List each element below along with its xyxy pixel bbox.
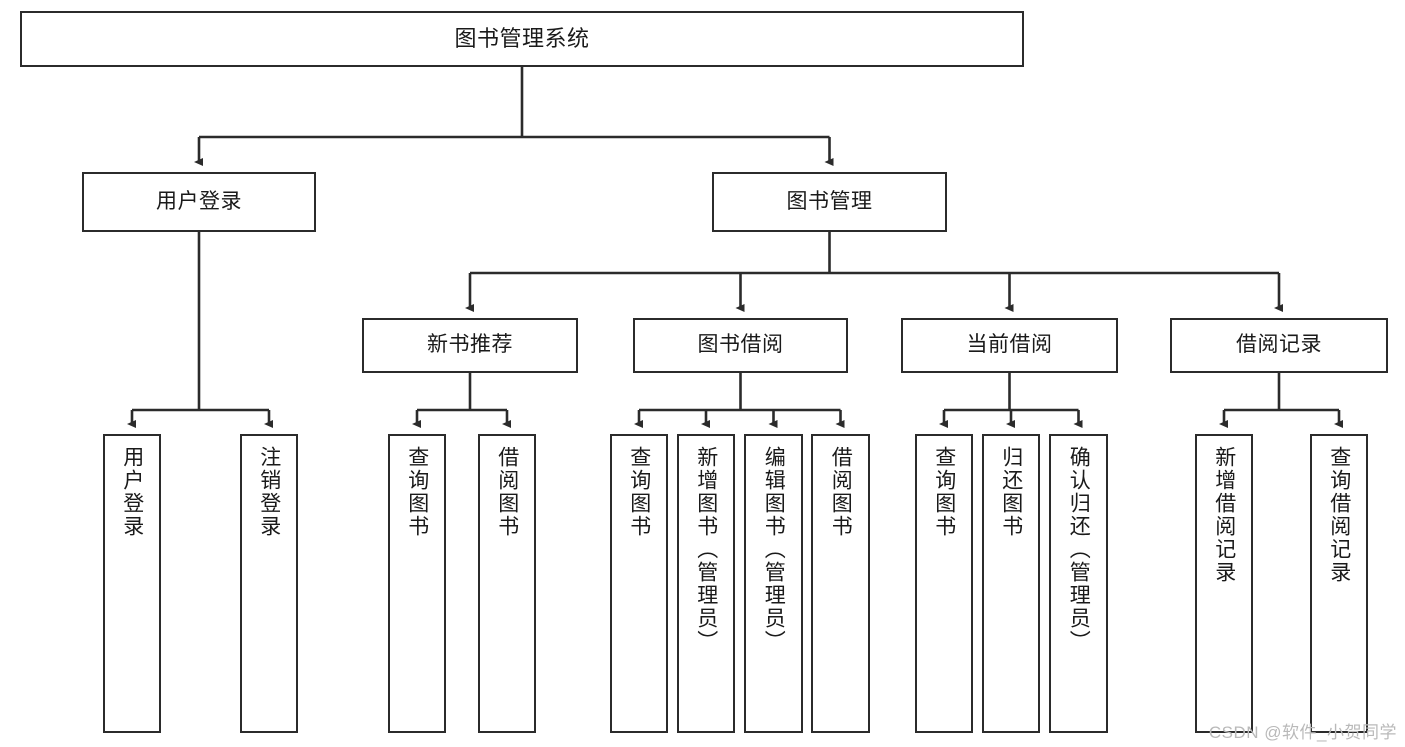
node-label: 确认归还（管理员）: [1067, 446, 1091, 653]
node-label: 编辑图书（管理员）: [762, 446, 786, 653]
node-leaf-add-record[interactable]: 新增借阅记录: [1195, 434, 1253, 733]
node-current-borrow[interactable]: 当前借阅: [901, 318, 1118, 373]
node-label: 借阅图书: [495, 446, 519, 538]
node-label: 用户登录: [156, 189, 242, 213]
node-leaf-add-book[interactable]: 新增图书（管理员）: [677, 434, 735, 733]
node-book-borrow[interactable]: 图书借阅: [633, 318, 848, 373]
node-leaf-edit-book[interactable]: 编辑图书（管理员）: [744, 434, 803, 733]
node-leaf-borrow-book-2[interactable]: 借阅图书: [811, 434, 870, 733]
node-borrow-record[interactable]: 借阅记录: [1170, 318, 1388, 373]
node-leaf-user-login[interactable]: 用户登录: [103, 434, 161, 733]
node-label: 图书借阅: [697, 333, 784, 357]
node-label: 当前借阅: [966, 333, 1053, 357]
node-label: 查询图书: [627, 446, 651, 538]
node-label: 归还图书: [999, 446, 1023, 538]
node-label: 新增借阅记录: [1212, 446, 1236, 584]
node-label: 借阅图书: [829, 446, 853, 538]
node-label: 查询借阅记录: [1327, 446, 1351, 584]
node-leaf-borrow-book-1[interactable]: 借阅图书: [478, 434, 536, 733]
node-leaf-query-record[interactable]: 查询借阅记录: [1310, 434, 1368, 733]
node-leaf-query-book-2[interactable]: 查询图书: [610, 434, 668, 733]
node-label: 查询图书: [932, 446, 956, 538]
node-label: 借阅记录: [1236, 333, 1322, 357]
node-book-manage[interactable]: 图书管理: [712, 172, 947, 232]
node-leaf-return-book[interactable]: 归还图书: [982, 434, 1040, 733]
watermark-text: CSDN @软件_小贺同学: [1208, 723, 1397, 742]
node-leaf-query-book-1[interactable]: 查询图书: [388, 434, 446, 733]
node-label: 新增图书（管理员）: [694, 446, 718, 653]
node-label: 注销登录: [257, 446, 281, 538]
node-label: 查询图书: [405, 446, 429, 538]
node-user-login[interactable]: 用户登录: [82, 172, 316, 232]
node-leaf-query-book-3[interactable]: 查询图书: [915, 434, 973, 733]
node-new-book-rec[interactable]: 新书推荐: [362, 318, 578, 373]
node-root-system[interactable]: 图书管理系统: [20, 11, 1024, 67]
node-label: 用户登录: [120, 446, 144, 538]
node-leaf-logout[interactable]: 注销登录: [240, 434, 298, 733]
node-label: 新书推荐: [427, 333, 513, 357]
node-leaf-confirm-return[interactable]: 确认归还（管理员）: [1049, 434, 1108, 733]
node-label: 图书管理系统: [454, 26, 590, 52]
node-label: 图书管理: [786, 189, 873, 213]
